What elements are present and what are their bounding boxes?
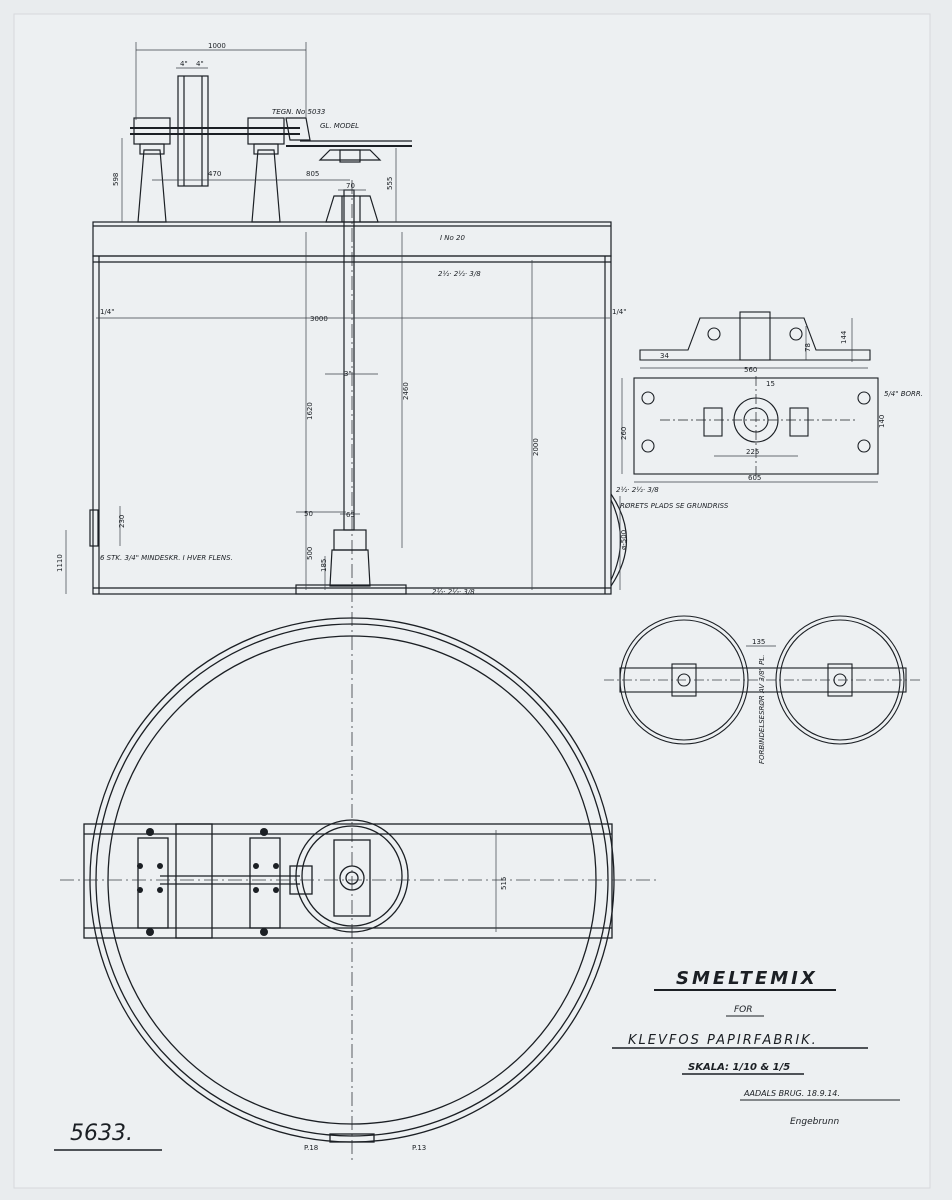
drawing-number: 5633. (70, 1121, 133, 1146)
note-bolts: 6 STK. 3/4" MINDESKR. I HVER FLENS. (100, 554, 233, 562)
dim-470: 470 (208, 170, 221, 178)
title-origin: AADALS BRUG. 18.9.14. (743, 1089, 840, 1098)
title-block: SMELTEMIX FOR KLEVFOS PAPIRFABRIK. SKALA… (612, 968, 900, 1127)
note-connection: FORBINDELSESRØR AV 3/8" PL. (758, 655, 766, 765)
note-tegn-no: TEGN. No 5033 (272, 108, 325, 116)
bearing-pedestal-right (251, 149, 281, 223)
title-signature: Engebrunn (790, 1117, 839, 1127)
dim-1620: 1620 (306, 402, 314, 420)
title-customer: KLEVFOS PAPIRFABRIK. (628, 1033, 818, 1048)
dim-34: 34 (660, 352, 669, 360)
note-bore: 5/4" BORR. (884, 390, 923, 398)
dim-15: 15 (766, 380, 775, 388)
dim-1000: 1000 (208, 42, 226, 50)
dimension-labels: 1000 4" 4" 598 470 805 70 555 3000 1620 … (56, 42, 886, 1152)
dim-605: 605 (748, 474, 761, 482)
dim-144: 144 (840, 330, 848, 344)
note-gl-model: GL. MODEL (320, 122, 359, 130)
dim-500: 500 (306, 547, 314, 560)
dim-2460: 2460 (402, 382, 410, 400)
dim-805: 805 (306, 170, 319, 178)
dim-230: 230 (118, 515, 126, 528)
note-angle-right: 2½· 2½· 3/8 (616, 486, 659, 494)
paper-sheet (13, 13, 931, 1189)
dim-135: 135 (752, 638, 765, 646)
dim-2000: 2000 (532, 438, 540, 456)
dim-260: 260 (620, 427, 628, 440)
title-for: FOR (734, 1005, 753, 1015)
dim-3in: 3" (344, 370, 352, 378)
note-angle-top: 2½· 2½· 3/8 (438, 270, 481, 278)
dim-4in-b: 4" (196, 60, 204, 68)
dim-555: 555 (386, 177, 394, 190)
dim-50: 50 (304, 510, 313, 518)
dim-140: 140 (878, 415, 886, 428)
dimension-lines (65, 42, 621, 594)
dim-4in-a: 4" (180, 60, 188, 68)
dim-1110: 1110 (56, 554, 64, 572)
drawing-title: SMELTEMIX (676, 968, 818, 989)
dim-p18: P.18 (304, 1144, 318, 1152)
note-pipe-place: RØRETS PLADS SE GRUNDRISS (620, 502, 729, 510)
dim-p13: P.13 (412, 1144, 426, 1152)
dim-dia-500: ø-500 (620, 530, 628, 550)
dim-65: 65 (346, 511, 355, 519)
dim-78: 78 (804, 343, 812, 352)
dim-560: 560 (744, 366, 757, 374)
dim-515: 515 (500, 877, 508, 890)
drawing-notes: TEGN. No 5033 GL. MODEL I No 20 2½· 2½· … (100, 108, 923, 764)
note-angle-bottom: 2½· 2½· 3/8 (432, 588, 475, 596)
note-beam: I No 20 (440, 234, 465, 242)
dim-225: 225 (746, 448, 759, 456)
dim-quarter-b: 1/4" (612, 308, 627, 316)
belt-pulley (177, 75, 209, 187)
dim-quarter-a: 1/4" (100, 308, 115, 316)
dim-185: 185 (320, 559, 328, 572)
dim-598: 598 (112, 173, 120, 186)
dim-70: 70 (346, 182, 355, 190)
side-elevation (89, 75, 627, 595)
bearing-pedestal-left (137, 149, 167, 223)
title-scale: SKALA: 1/10 & 1/5 (688, 1062, 790, 1073)
bearing-detail (633, 311, 879, 476)
dim-3000: 3000 (310, 315, 328, 323)
